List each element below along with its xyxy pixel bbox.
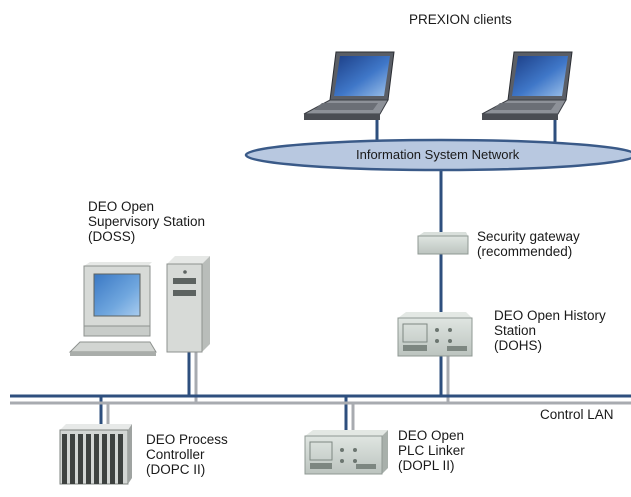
clients-label: PREXION clients <box>409 12 512 27</box>
workstation-icon <box>68 256 210 356</box>
security-gateway-icon <box>417 232 469 255</box>
dohs-label: DEO Open History Station (DOHS) <box>494 308 606 353</box>
laptop-icon <box>303 51 395 120</box>
control-lan-bus <box>10 394 631 405</box>
control-lan-label: Control LAN <box>540 407 614 422</box>
dopc-label: DEO Process Controller (DOPC II) <box>146 432 228 477</box>
isn-ellipse <box>244 138 631 172</box>
doss-label: DEO Open Supervisory Station (DOSS) <box>88 199 206 244</box>
gateway-label: Security gateway (recommended) <box>477 229 580 259</box>
controller-rack-icon <box>59 424 132 485</box>
isn-label: Information System Network <box>356 147 520 162</box>
dohs-device-icon <box>397 312 473 357</box>
plc-linker-device-icon <box>304 430 388 475</box>
laptop-icon <box>481 51 573 120</box>
dopl-label: DEO Open PLC Linker (DOPL II) <box>398 428 465 473</box>
